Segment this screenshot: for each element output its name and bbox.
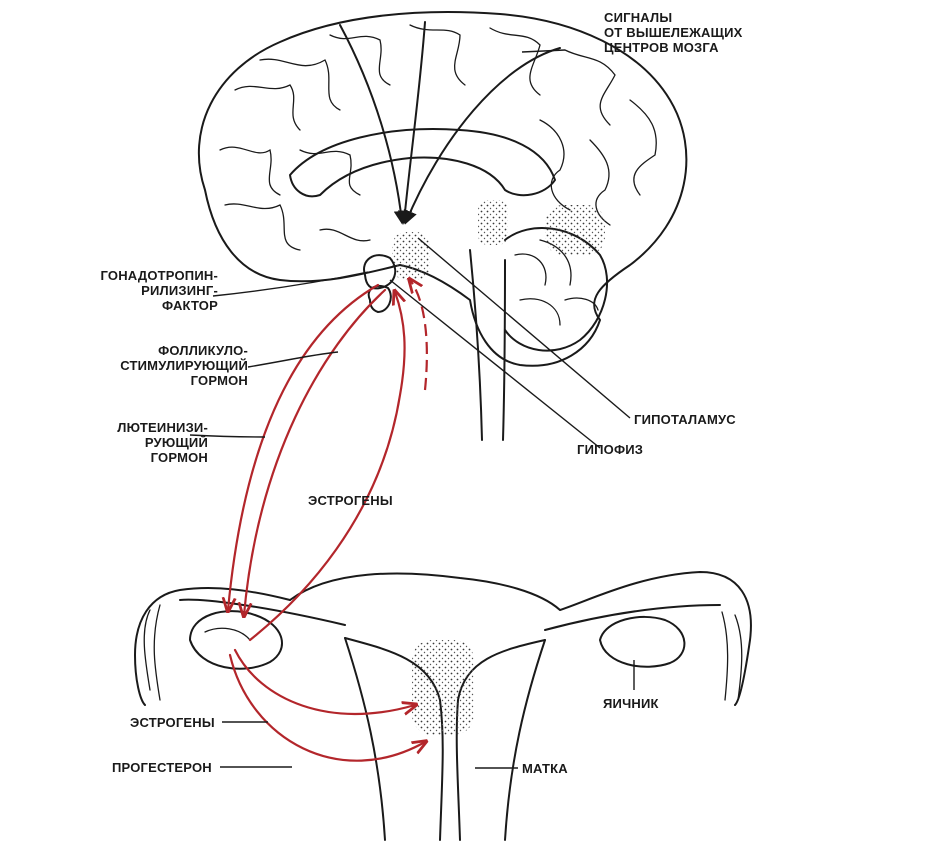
fsh-arrow xyxy=(228,283,380,610)
label-line: СИГНАЛЫ xyxy=(604,10,673,25)
leader-lines xyxy=(189,49,635,769)
label-hypothalamus: ГИПОТАЛАМУС xyxy=(634,412,736,427)
ovary-left xyxy=(189,610,283,670)
lh-arrow xyxy=(244,288,387,615)
label-line: ГОНАДОТРОПИН- xyxy=(100,268,218,283)
brainstem xyxy=(469,249,506,441)
label-uterus: МАТКА xyxy=(522,761,568,776)
label-line: РИЛИЗИНГ- xyxy=(141,283,218,298)
label-line: ЦЕНТРОВ МОЗГА xyxy=(604,40,719,55)
label-line: ФОЛЛИКУЛО- xyxy=(158,343,248,358)
cerebellum xyxy=(478,200,608,352)
label-higher-brain-signals: СИГНАЛЫ ОТ ВЫШЕЛЕЖАЩИХ ЦЕНТРОВ МОЗГА xyxy=(604,10,743,55)
label-gnrh: ГОНАДОТРОПИН- РИЛИЗИНГ- ФАКТОР xyxy=(101,268,219,313)
uterus-outline xyxy=(134,571,752,841)
ovary-right xyxy=(599,616,686,668)
label-line: ОТ ВЫШЕЛЕЖАЩИХ xyxy=(604,25,743,40)
label-line: СТИМУЛИРУЮЩИЙ xyxy=(120,358,248,373)
label-line: ЛЮТЕИНИЗИ- xyxy=(117,420,208,435)
label-lh: ЛЮТЕИНИЗИ- РУЮЩИЙ ГОРМОН xyxy=(117,420,208,465)
label-line: ГОРМОН xyxy=(190,373,248,388)
fallopian-tube-right xyxy=(544,604,743,701)
estrogen-to-uterus-arrow xyxy=(233,648,415,714)
brain-outline xyxy=(197,11,688,367)
label-line: ГОРМОН xyxy=(150,450,208,465)
label-line: РУЮЩИЙ xyxy=(144,435,208,450)
label-estrogens-center: ЭСТРОГЕНЫ xyxy=(308,493,393,508)
higher-center-signal-arrows xyxy=(339,21,561,225)
label-estrogens-left: ЭСТРОГЕНЫ xyxy=(130,715,215,730)
label-pituitary: ГИПОФИЗ xyxy=(577,442,644,457)
corpus-callosum xyxy=(289,128,556,198)
progesterone-to-uterus-arrow xyxy=(228,653,425,762)
label-line: ФАКТОР xyxy=(161,298,218,313)
pituitary-dashed-arrow xyxy=(410,280,428,391)
label-fsh: ФОЛЛИКУЛО- СТИМУЛИРУЮЩИЙ ГОРМОН xyxy=(120,343,248,388)
estrogen-feedback-arrow xyxy=(248,292,405,642)
pituitary-gland xyxy=(363,232,430,313)
label-ovary: ЯИЧНИК xyxy=(603,696,659,711)
label-progesterone: ПРОГЕСТЕРОН xyxy=(112,760,212,775)
